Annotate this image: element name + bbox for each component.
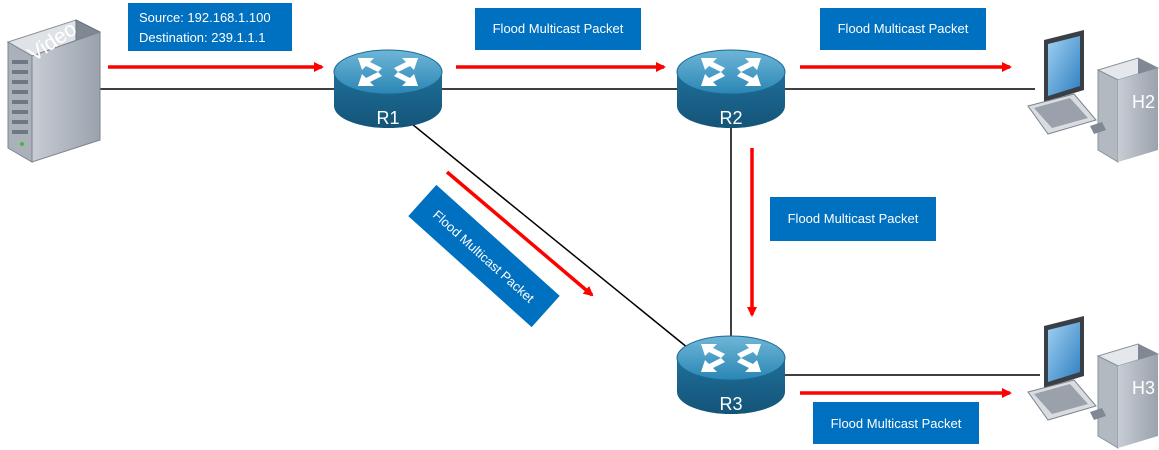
host-label: H3 [1132,378,1155,398]
flood-box-label: Flood Multicast Packet [831,416,962,431]
flood-box-r3-h3: Flood Multicast Packet [813,402,979,444]
destination-text: Destination: 239.1.1.1 [139,30,265,45]
arrow-r1-to-r3 [445,170,594,297]
host-h3: H3 [1027,316,1159,449]
host-h2: H2 [1027,30,1159,163]
source-destination-box: Source: 192.168.1.100 Destination: 239.1… [128,3,292,51]
flood-box-label: Flood Multicast Packet [493,21,624,36]
flood-box-r1-r3: Flood Multicast Packet [408,184,560,328]
router-arrows-icon [701,344,761,372]
router-arrows-icon [358,58,418,86]
server-slots [12,60,28,146]
flood-box-label: Flood Multicast Packet [430,207,538,306]
router-label: R2 [719,108,742,128]
router-label: R3 [719,394,742,414]
source-text: Source: 192.168.1.100 [139,10,271,25]
flood-box-r1-r2: Flood Multicast Packet [475,8,641,50]
flood-box-r2-h2: Flood Multicast Packet [820,8,986,50]
router-arrows-icon [701,58,761,86]
links [100,88,1040,376]
flood-box-label: Flood Multicast Packet [838,21,969,36]
link-r1-r3 [411,123,689,349]
flood-box-r2-r3: Flood Multicast Packet [770,197,936,241]
router-r1: R1 [333,49,443,128]
router-label: R1 [376,108,399,128]
video-server: Video [6,17,102,163]
host-label: H2 [1132,92,1155,112]
router-r3: R3 [676,335,786,414]
router-r2: R2 [676,49,786,128]
flood-box-label: Flood Multicast Packet [788,211,919,226]
flood-arrows [108,62,1012,398]
